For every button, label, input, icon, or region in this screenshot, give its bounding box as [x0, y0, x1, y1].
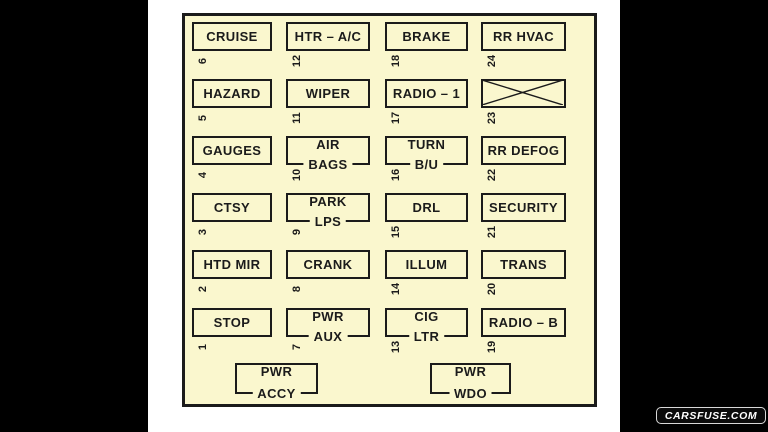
fuse-slot-pwr-wdo: PWR WDO — [430, 363, 511, 401]
fuse-number: 14 — [390, 282, 402, 296]
fuse-slot-21: SECURITY 21 — [481, 193, 566, 238]
fuse-number: 1 — [197, 343, 209, 351]
fuse-label: AUX — [308, 329, 348, 344]
fuse-label: B/U — [409, 157, 444, 172]
fuse-slot-4: GAUGES 4 — [192, 136, 272, 178]
fuse-label: CRANK — [303, 257, 353, 272]
fuse-label: WDO — [449, 386, 492, 401]
fuse-label: HTR – A/C — [294, 29, 362, 44]
fuse-slot-19: RADIO – B 19 — [481, 308, 566, 353]
fuse-label: RR DEFOG — [487, 143, 560, 158]
fuse-slot-7: PWR AUX 7 — [286, 308, 370, 350]
fuse-slot-16: TURN B/U 16 — [385, 136, 468, 181]
fuse-number: 19 — [486, 340, 498, 354]
fuse-number: 4 — [197, 171, 209, 179]
fuse-number: 12 — [291, 54, 303, 68]
fuse-number: 2 — [197, 285, 209, 293]
fuse-number: 16 — [390, 168, 402, 182]
fuse-label: ACCY — [252, 386, 301, 401]
fuse-number: 3 — [197, 228, 209, 236]
fuse-label: HAZARD — [203, 86, 261, 101]
fuse-label: CIG — [414, 309, 439, 324]
fuse-slot-15: DRL 15 — [385, 193, 468, 238]
fuse-number: 13 — [390, 340, 402, 354]
fuse-label: BRAKE — [402, 29, 451, 44]
fuse-label: GAUGES — [202, 143, 262, 158]
fuse-label: CTSY — [213, 200, 251, 215]
fuse-label: AIR — [316, 137, 340, 152]
fuse-label: PWR — [260, 364, 293, 379]
fuse-number: 5 — [197, 114, 209, 122]
pillarbox-left — [0, 0, 148, 432]
fuse-slot-9: PARK LPS 9 — [286, 193, 370, 235]
fuse-number: 10 — [291, 168, 303, 182]
fuse-number: 23 — [486, 111, 498, 125]
fuse-label: DRL — [412, 200, 441, 215]
fuse-slot-6: CRUISE 6 — [192, 22, 272, 64]
fuse-label: BAGS — [303, 157, 353, 172]
fuse-label: PARK — [309, 194, 347, 209]
fuse-number: 17 — [390, 111, 402, 125]
fuse-label: PWR — [454, 364, 487, 379]
pillarbox-right — [620, 0, 768, 432]
fuse-number: 18 — [390, 54, 402, 68]
fuse-slot-8: CRANK 8 — [286, 250, 370, 292]
fuse-label: RADIO – 1 — [392, 86, 461, 101]
fuse-number: 6 — [197, 57, 209, 65]
fuse-number: 7 — [291, 343, 303, 351]
fuse-slot-22: RR DEFOG 22 — [481, 136, 566, 181]
fuse-label: RR HVAC — [492, 29, 555, 44]
fuse-label: TRANS — [500, 257, 547, 272]
fuse-number: 15 — [390, 225, 402, 239]
fuse-label: WIPER — [305, 86, 351, 101]
fuse-slot-13: CIG LTR 13 — [385, 308, 468, 353]
fuse-slot-5: HAZARD 5 — [192, 79, 272, 121]
fuse-label: PWR — [312, 309, 344, 324]
fuse-label: HTD MIR — [203, 257, 261, 272]
crossed-out-fuse-icon — [482, 80, 563, 105]
fuse-label: ILLUM — [405, 257, 448, 272]
watermark-badge: CARSFUSE.COM — [656, 407, 766, 424]
fuse-number: 20 — [486, 282, 498, 296]
fuse-label: STOP — [213, 315, 251, 330]
fuse-number: 21 — [486, 225, 498, 239]
fuse-slot-24: RR HVAC 24 — [481, 22, 566, 67]
fuse-slot-pwr-accy: PWR ACCY — [235, 363, 318, 401]
fuse-slot-12: HTR – A/C 12 — [286, 22, 370, 67]
fuse-label: RADIO – B — [488, 315, 559, 330]
fuse-label: LPS — [309, 214, 347, 229]
fuse-slot-1: STOP 1 — [192, 308, 272, 350]
fuse-label: TURN — [407, 137, 446, 152]
fuse-label: CRUISE — [206, 29, 258, 44]
fuse-number: 9 — [291, 228, 303, 236]
fuse-number: 8 — [291, 285, 303, 293]
fuse-number: 24 — [486, 54, 498, 68]
fuse-slot-3: CTSY 3 — [192, 193, 272, 235]
fuse-number: 11 — [291, 112, 303, 124]
fuse-label: LTR — [408, 329, 445, 344]
fuse-number: 22 — [486, 168, 498, 182]
fuse-slot-17: RADIO – 1 17 — [385, 79, 468, 124]
fuse-slot-2: HTD MIR 2 — [192, 250, 272, 292]
fuse-slot-23: 23 — [481, 79, 566, 124]
fuse-label: SECURITY — [489, 200, 558, 215]
